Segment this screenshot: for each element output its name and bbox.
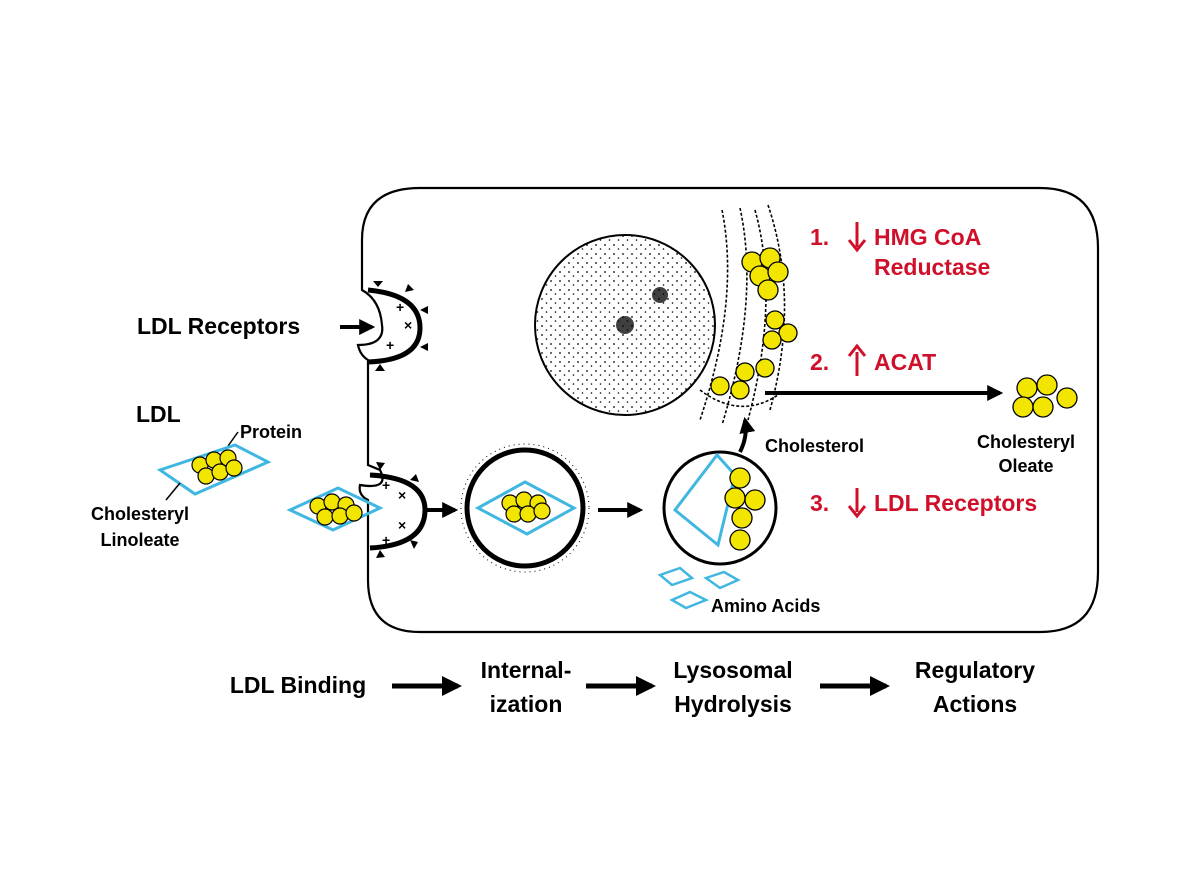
ldl-bound-particle (286, 486, 384, 532)
cholesterol-label: Cholesterol (765, 436, 864, 456)
amino-acid-fragments (657, 566, 741, 610)
nucleus (534, 234, 716, 416)
svg-text:HMG CoA: HMG CoA (874, 224, 981, 250)
svg-text:LDL Receptors: LDL Receptors (874, 490, 1037, 516)
step-lysosomal-2: Hydrolysis (674, 691, 792, 717)
protein-label: Protein (240, 422, 302, 442)
cholesteryl-oleate-droplets (1012, 374, 1078, 418)
amino-acids-label: Amino Acids (711, 596, 820, 616)
coated-pit-bottom: + × × + (369, 462, 428, 558)
svg-text:3.: 3. (810, 490, 829, 516)
svg-text:ACAT: ACAT (874, 349, 936, 375)
step-internalization-1: Internal- (481, 657, 572, 683)
svg-text:+: + (382, 532, 390, 548)
svg-text:Reductase: Reductase (874, 254, 990, 280)
cholesteryl-oleate-label-2: Oleate (998, 456, 1053, 476)
svg-text:2.: 2. (810, 349, 829, 375)
cholesteryl-oleate-label-1: Cholesteryl (977, 432, 1075, 452)
cell-membrane (356, 186, 1100, 634)
er-cholesteryl-ester-droplets (710, 247, 798, 400)
svg-text:+: + (396, 299, 404, 315)
svg-text:1.: 1. (810, 224, 829, 250)
svg-text:×: × (404, 317, 412, 333)
action-3: 3. LDL Receptors (810, 488, 1037, 519)
step-lysosomal-1: Lysosomal (673, 657, 792, 683)
cholesteryl-linoleate-label-2: Linoleate (100, 530, 179, 550)
coated-pit-top: + × + (367, 281, 428, 371)
lysosome (662, 450, 778, 566)
endoplasmic-reticulum (699, 204, 786, 426)
step-regulatory-2: Actions (933, 691, 1017, 717)
svg-text:×: × (398, 487, 406, 503)
ldl-particle (156, 443, 272, 496)
ldl-receptors-label: LDL Receptors (137, 313, 300, 339)
svg-text:+: + (386, 337, 394, 353)
coated-vesicle (460, 443, 590, 573)
action-1: 1. HMG CoA Reductase (810, 222, 990, 280)
cholesteryl-linoleate-label-1: Cholesteryl (91, 504, 189, 524)
svg-text:×: × (398, 517, 406, 533)
step-regulatory-1: Regulatory (915, 657, 1035, 683)
step-ldl-binding: LDL Binding (230, 672, 366, 698)
step-internalization-2: ization (490, 691, 563, 717)
svg-text:+: + (382, 477, 390, 493)
ldl-label: LDL (136, 401, 181, 427)
action-2: 2. ACAT (810, 343, 936, 376)
